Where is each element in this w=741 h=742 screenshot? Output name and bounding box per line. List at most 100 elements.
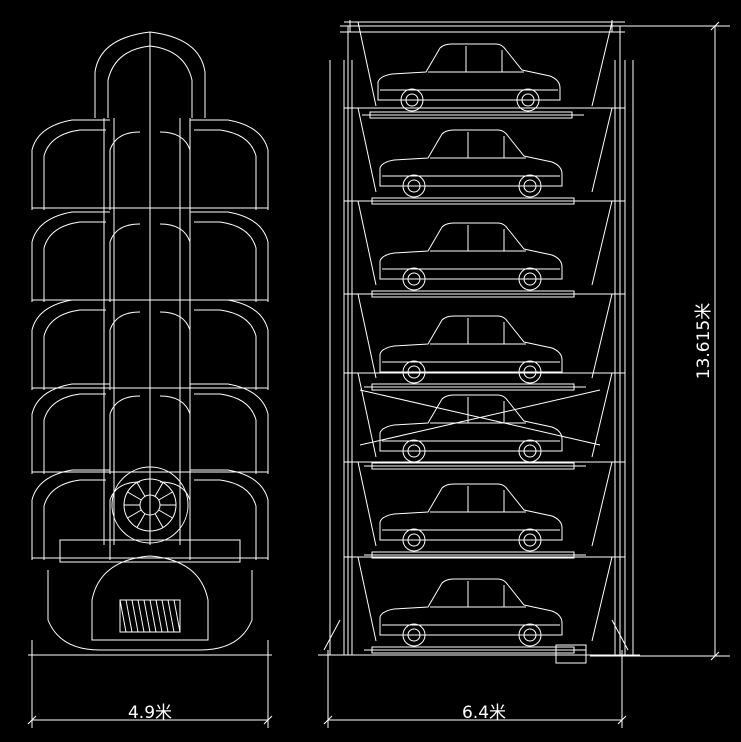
car-hub (407, 365, 421, 379)
hanger-right (591, 21, 613, 107)
car-hub (523, 628, 537, 642)
base-housing (47, 570, 253, 651)
hanger-right (591, 293, 613, 379)
pod-right-outer (190, 299, 269, 390)
pod-right-outer (190, 469, 269, 560)
hanger-left (357, 461, 377, 547)
sprocket-spoke (154, 482, 164, 497)
pod-left-inner (43, 309, 106, 390)
car-wheel (518, 623, 542, 647)
car-wheel (402, 360, 426, 384)
pod-center-right (159, 223, 191, 302)
car-wheel (516, 88, 540, 112)
pod-right-inner (194, 479, 257, 560)
hanger-right (591, 461, 613, 547)
car-body (379, 578, 563, 636)
pod-center-left (109, 395, 141, 474)
pod-right-inner (194, 309, 257, 390)
car (362, 43, 584, 119)
hanger-right (591, 556, 613, 642)
pod-center-right (159, 395, 191, 474)
pit-outline (91, 555, 209, 641)
car-hub (407, 444, 421, 458)
pod-center-left (109, 223, 141, 302)
pod-center-left (109, 131, 141, 210)
car-hub (405, 93, 419, 107)
pod-right-inner (194, 393, 257, 474)
sprocket-spoke (154, 513, 164, 528)
pod-center-right (159, 131, 191, 210)
hatch-line (161, 599, 169, 633)
hanger-left (357, 200, 377, 286)
car-hub (523, 365, 537, 379)
pod-left-outer (31, 119, 110, 210)
car-hub (523, 444, 537, 458)
car-wheel (518, 528, 542, 552)
pod-center-left (109, 481, 141, 560)
car-body (379, 129, 563, 187)
car-wheel (402, 623, 426, 647)
sprocket-spoke (158, 491, 173, 501)
sprocket-spoke (127, 509, 142, 519)
car (364, 129, 586, 205)
car (364, 315, 586, 391)
pod-left-outer (31, 469, 110, 560)
side-width-label: 4.9米 (128, 703, 172, 723)
hatch-line (167, 599, 175, 633)
sprocket-spoke (136, 482, 146, 497)
pod-left-outer (31, 299, 110, 390)
drive-box (555, 644, 587, 664)
pod-left-inner (43, 479, 106, 560)
hatch-line (143, 599, 151, 633)
car (364, 394, 586, 470)
hatch-line (131, 599, 139, 633)
sprocket-spoke (127, 491, 142, 501)
car-wheel (402, 174, 426, 198)
front-view (318, 20, 640, 664)
pod-right-outer (190, 119, 269, 210)
pod-right-inner (194, 221, 257, 302)
pod-right-outer (190, 383, 269, 474)
car-hub (407, 628, 421, 642)
hanger-left (357, 372, 377, 458)
car-hub (523, 179, 537, 193)
car-wheel (518, 360, 542, 384)
hanger-left (357, 21, 377, 107)
pod-left-outer (31, 211, 110, 302)
pod-right-inner (194, 129, 257, 210)
hatch-line (149, 599, 157, 633)
base-frame (59, 539, 241, 563)
car-body (377, 43, 561, 101)
hanger-left (357, 293, 377, 379)
car-hub (523, 533, 537, 547)
hatch-line (155, 599, 163, 633)
car-hub (523, 272, 537, 286)
car-hub (521, 93, 535, 107)
hatch-line (173, 599, 181, 633)
car-wheel (400, 88, 424, 112)
hanger-left (357, 107, 377, 193)
car-hub (407, 179, 421, 193)
hanger-right (591, 200, 613, 286)
pod-left-inner (43, 393, 106, 474)
sprocket-spoke (158, 509, 173, 519)
hatch-line (125, 599, 133, 633)
car-wheel (518, 174, 542, 198)
front-width-label: 6.4米 (462, 703, 506, 723)
sprocket-spoke (136, 513, 146, 528)
hanger-right (591, 372, 613, 458)
car-body (379, 483, 563, 541)
height-label: 13.615米 (694, 303, 714, 379)
pod-left-inner (43, 221, 106, 302)
side-view (28, 31, 272, 656)
sprocket-outer (111, 466, 189, 544)
hatch-line (119, 599, 127, 633)
dimension-lines (27, 21, 730, 728)
car-wheel (518, 267, 542, 291)
car-hub (407, 533, 421, 547)
pod-right-outer (190, 211, 269, 302)
car-wheel (402, 528, 426, 552)
car-hub (407, 272, 421, 286)
